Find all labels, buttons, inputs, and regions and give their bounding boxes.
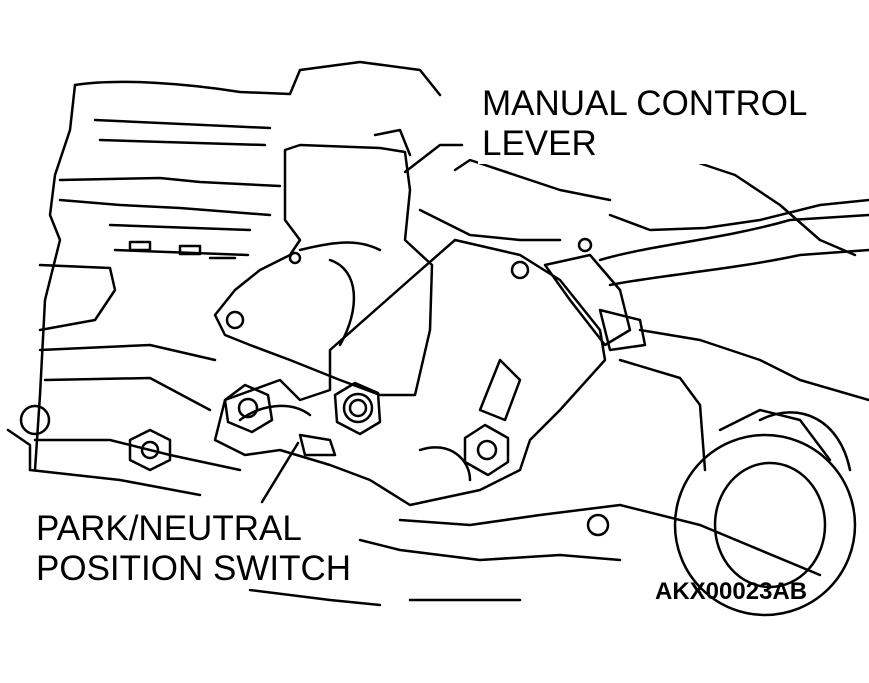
switch-body: [213, 238, 607, 507]
switch-bolts: [223, 381, 510, 477]
lever-label-line-2: LEVER: [482, 123, 597, 163]
park-neutral-switch-label: PARK/NEUTRAL POSITION SWITCH: [32, 509, 355, 589]
switch-leader-line: [260, 441, 300, 504]
background-bolts: [19, 237, 610, 537]
control-lever: [213, 128, 434, 397]
pulley: [673, 408, 857, 617]
lever-leader-line: [403, 143, 464, 174]
switch-label-line-2: POSITION SWITCH: [36, 548, 351, 588]
lever-label-line-1: MANUAL CONTROL: [482, 84, 808, 123]
figure-code: AKX00023AB: [655, 578, 808, 605]
manual-control-lever-label: MANUAL CONTROL LEVER: [478, 84, 812, 164]
switch-label-line-1: PARK/NEUTRAL: [36, 509, 302, 548]
wire-harness: [543, 213, 869, 352]
